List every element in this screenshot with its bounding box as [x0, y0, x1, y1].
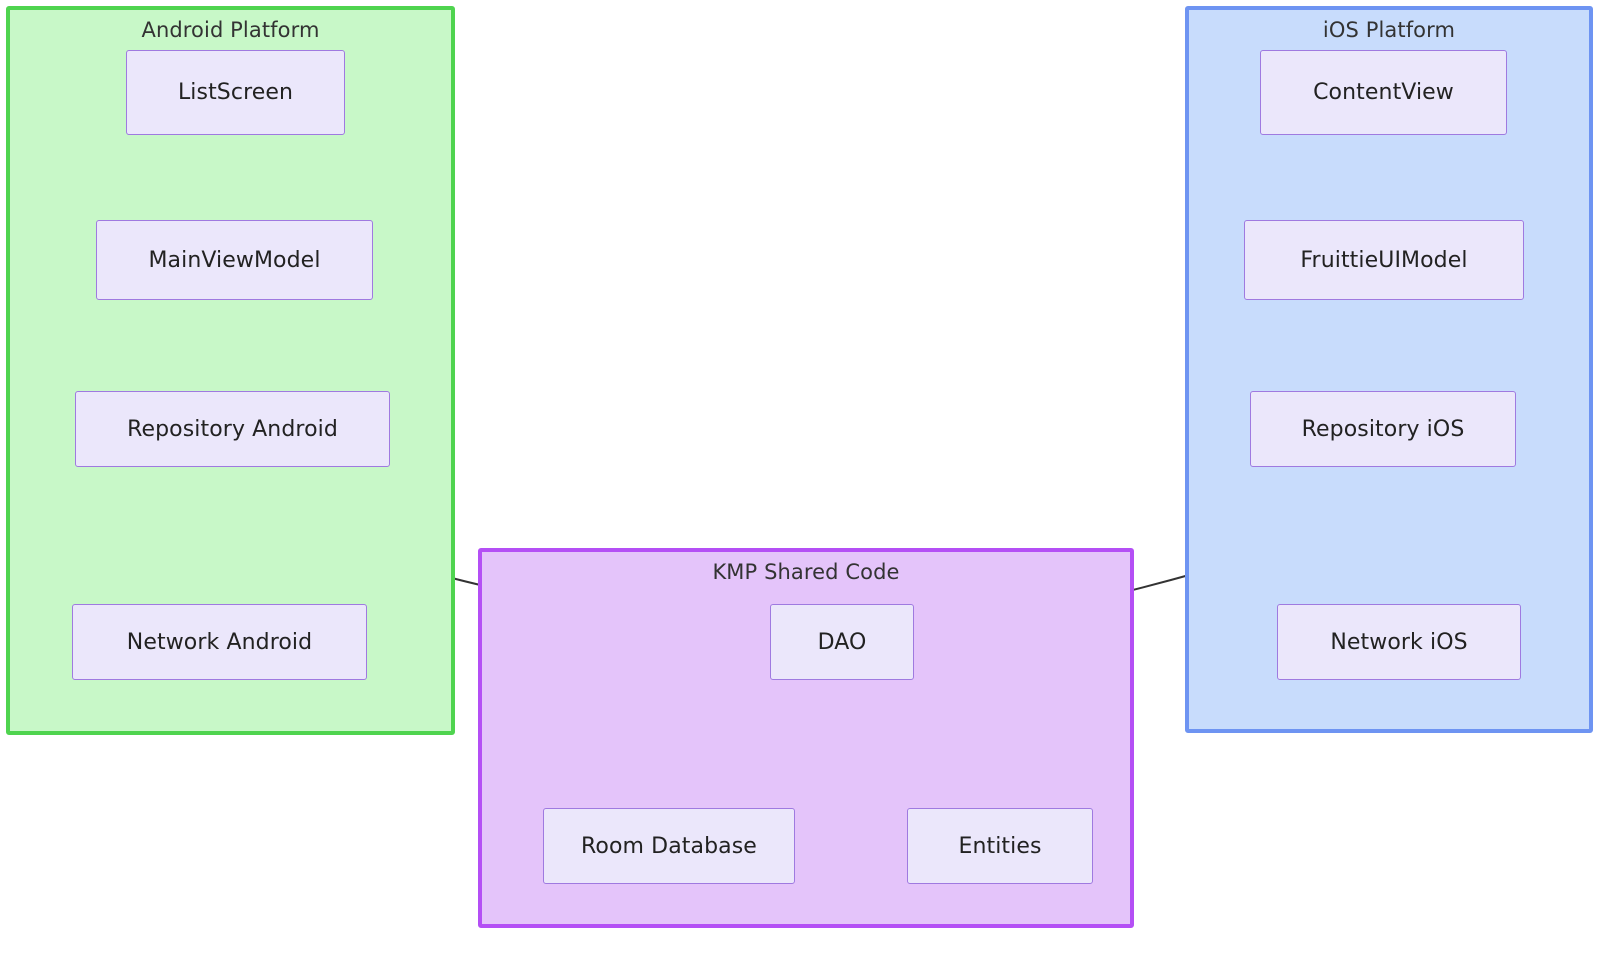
- node-contentview[interactable]: ContentView: [1260, 50, 1507, 135]
- node-label-room-database: Room Database: [581, 833, 757, 859]
- node-dao[interactable]: DAO: [770, 604, 914, 680]
- node-listscreen[interactable]: ListScreen: [126, 50, 345, 135]
- subgraph-title-kmp-shared-code: KMP Shared Code: [712, 560, 900, 584]
- node-network-ios[interactable]: Network iOS: [1277, 604, 1521, 680]
- node-repository-ios[interactable]: Repository iOS: [1250, 391, 1516, 467]
- node-label-dao: DAO: [817, 629, 867, 655]
- node-entities[interactable]: Entities: [907, 808, 1093, 884]
- node-label-mainviewmodel: MainViewModel: [148, 247, 321, 273]
- node-room-database[interactable]: Room Database: [543, 808, 795, 884]
- node-label-repository-ios: Repository iOS: [1301, 416, 1465, 442]
- node-mainviewmodel[interactable]: MainViewModel: [96, 220, 373, 300]
- node-label-contentview: ContentView: [1313, 80, 1454, 105]
- node-label-repository-android: Repository Android: [127, 416, 338, 442]
- node-fruittieuimodel[interactable]: FruittieUIModel: [1244, 220, 1524, 300]
- node-label-entities: Entities: [958, 833, 1042, 859]
- node-label-fruittieuimodel: FruittieUIModel: [1300, 247, 1468, 273]
- node-network-android[interactable]: Network Android: [72, 604, 367, 680]
- node-label-network-ios: Network iOS: [1330, 629, 1468, 655]
- node-repository-android[interactable]: Repository Android: [75, 391, 390, 467]
- subgraph-title-ios-platform: iOS Platform: [1322, 18, 1456, 42]
- subgraph-title-android-platform: Android Platform: [141, 18, 320, 42]
- node-label-network-android: Network Android: [126, 629, 313, 655]
- node-label-listscreen: ListScreen: [177, 80, 294, 105]
